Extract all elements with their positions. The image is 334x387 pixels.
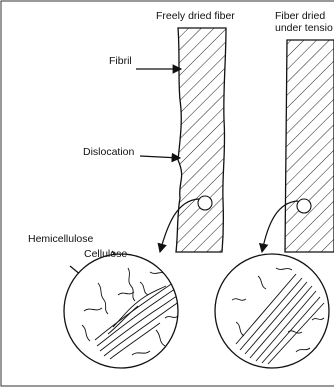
tension-dried-label-line1: Fiber dried	[275, 10, 325, 22]
fibril-label: Fibril	[109, 55, 132, 67]
tension-dried-label-line2: under tensio	[275, 22, 333, 34]
cellulose-label: Cellulose	[84, 248, 127, 260]
dislocation-pointer	[140, 156, 180, 158]
magnified-view-freely-dried	[64, 254, 182, 368]
tension-dried-fiber	[285, 40, 334, 252]
zoom-origin-circle-right	[297, 199, 311, 213]
hemicellulose-label: Hemicellulose	[28, 233, 94, 245]
zoom-origin-circle-left	[198, 196, 212, 210]
dislocation-label: Dislocation	[83, 146, 135, 158]
freely-dried-fiber	[176, 28, 226, 252]
magnified-view-tension-dried	[215, 254, 329, 368]
freely-dried-fiber-label: Freely dried fiber	[156, 10, 235, 22]
